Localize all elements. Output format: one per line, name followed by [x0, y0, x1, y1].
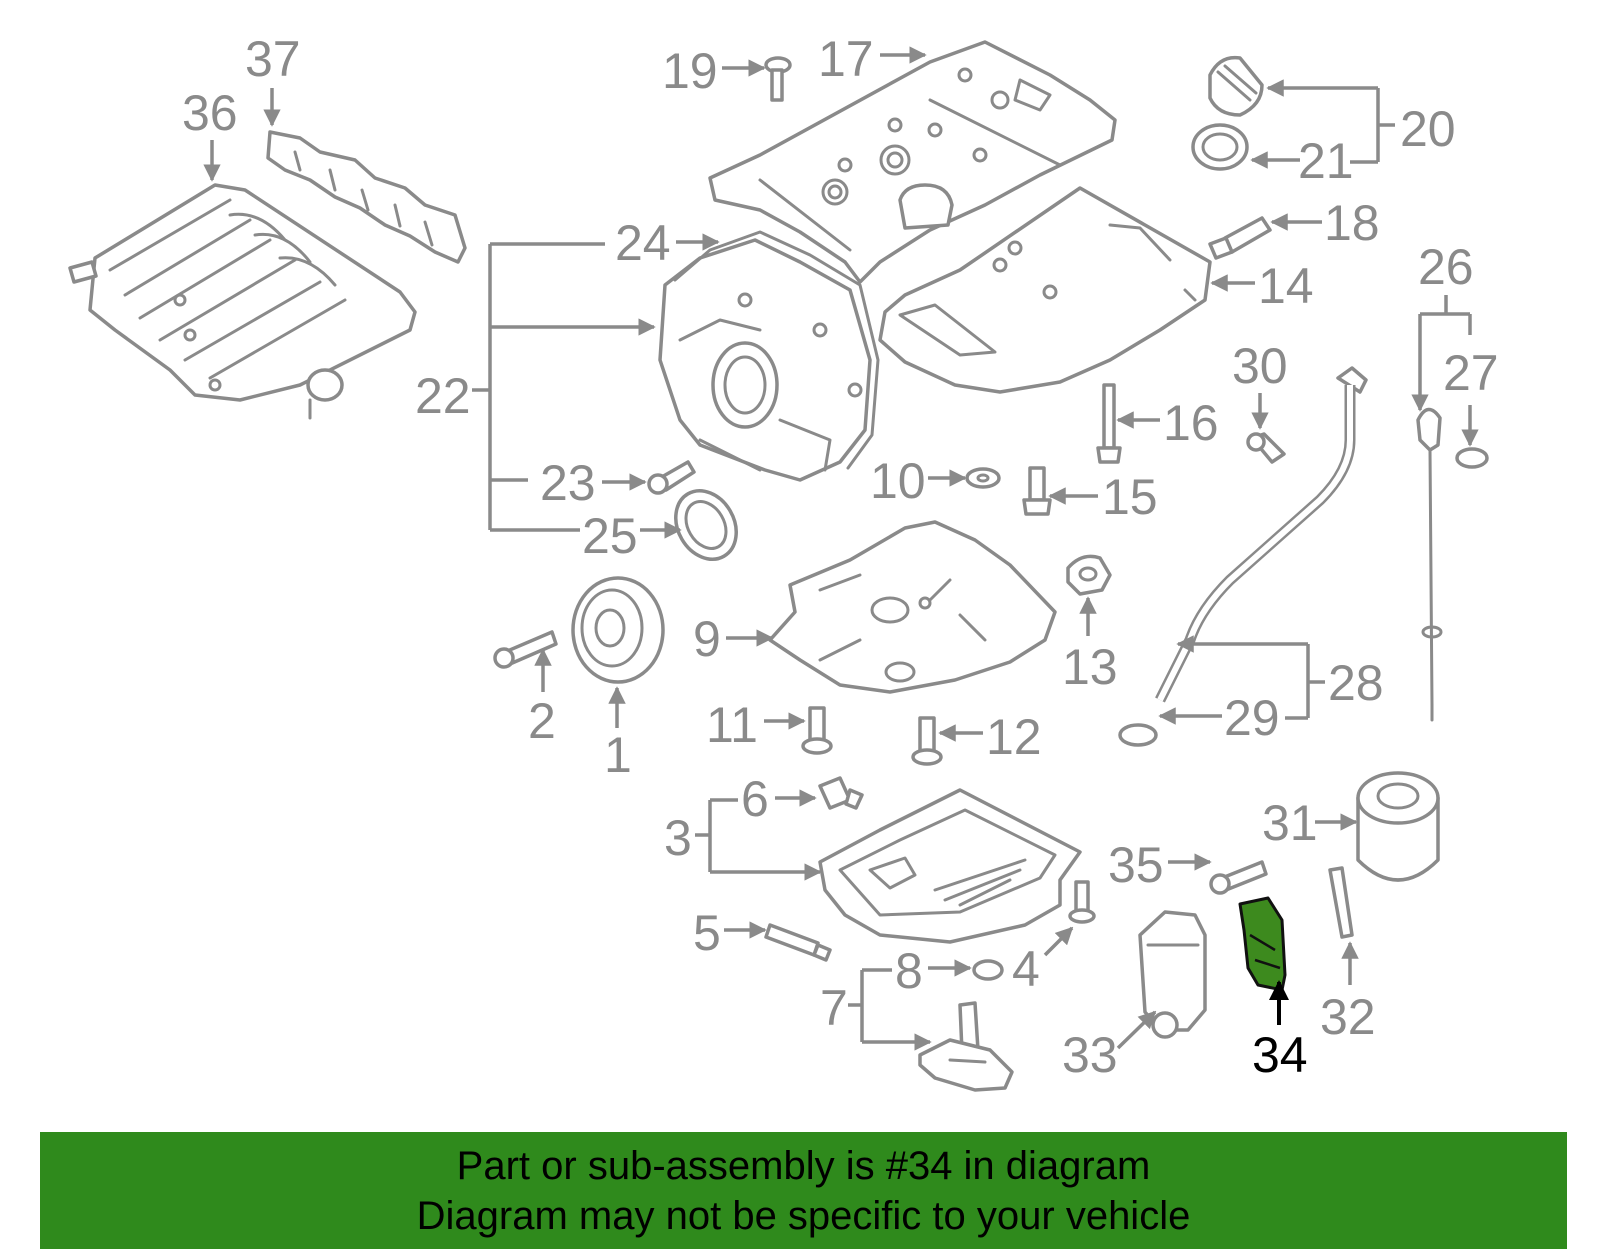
bolt-15-part: [1022, 466, 1052, 516]
callout-4: 4: [1012, 941, 1040, 997]
callout-15: 15: [1102, 469, 1158, 525]
callout-13: 13: [1062, 639, 1118, 695]
callout-30: 30: [1232, 338, 1288, 394]
valve-cover-part: [708, 40, 1117, 284]
callout-20: 20: [1400, 101, 1456, 157]
callout-17: 17: [818, 31, 874, 87]
oil-pan-part: [818, 788, 1082, 944]
callout-9: 9: [693, 611, 721, 667]
callout-10: 10: [870, 453, 926, 509]
bolt-4-part: [1068, 880, 1096, 924]
callout-7: 7: [820, 980, 848, 1036]
timing-cover-part: [658, 230, 880, 482]
pin-32-part: [1328, 866, 1354, 939]
oil-cooler-part: [1138, 910, 1207, 1039]
callout-labels: 37 36 19 17 20 21 18 24 14 26 30 27 22 1…: [182, 31, 1499, 1083]
callout-29: 29: [1224, 690, 1280, 746]
callout-35: 35: [1108, 837, 1164, 893]
callout-32: 32: [1320, 989, 1376, 1045]
baffle-plate-part: [878, 186, 1212, 394]
callout-1: 1: [604, 727, 632, 783]
bolt-12-part: [911, 716, 943, 766]
bolt-2-part: [493, 630, 558, 669]
callout-25: 25: [582, 508, 638, 564]
callout-23: 23: [540, 455, 596, 511]
callout-27: 27: [1443, 345, 1499, 401]
callout-24: 24: [615, 215, 671, 271]
callout-21: 21: [1298, 133, 1354, 189]
callout-11: 11: [706, 697, 758, 753]
sensor-6-part: [818, 776, 864, 810]
callout-19: 19: [662, 43, 718, 99]
callout-36: 36: [182, 85, 238, 141]
callout-16: 16: [1163, 395, 1219, 451]
seal-25-part: [674, 489, 738, 561]
callout-3: 3: [664, 810, 692, 866]
leader-lines: [203, 46, 1479, 1051]
pulley-part: [571, 576, 665, 684]
o-ring-8-part: [972, 959, 1004, 981]
oil-filler-cap-part: [1208, 55, 1264, 117]
seal-ring-21-part: [1191, 123, 1249, 171]
callout-28: 28: [1328, 655, 1384, 711]
bolt-30-part: [1246, 432, 1286, 464]
banner-line-disclaimer: Diagram may not be specific to your vehi…: [416, 1193, 1191, 1238]
callout-2: 2: [528, 693, 556, 749]
dipstick-part: [1416, 407, 1489, 722]
callout-33: 33: [1062, 1027, 1118, 1083]
oil-level-sensor-part: [918, 1001, 1014, 1092]
intake-gasket-part: [266, 130, 467, 264]
callout-22: 22: [415, 368, 471, 424]
bolt-23-part: [647, 460, 696, 495]
intake-manifold-part: [68, 183, 417, 420]
sensor-18-part: [1208, 216, 1272, 260]
clip-13-part: [1066, 554, 1112, 596]
bolt-35-part: [1209, 860, 1268, 895]
lower-cover-part: [768, 520, 1057, 694]
callout-14: 14: [1258, 258, 1314, 314]
callout-34-highlighted: 34: [1252, 1027, 1308, 1083]
callout-5: 5: [693, 905, 721, 961]
callout-8: 8: [895, 943, 923, 999]
callout-18: 18: [1324, 195, 1380, 251]
dipstick-tube-part: [1118, 366, 1368, 747]
bolt-11-part: [801, 706, 833, 755]
bolt-19-part: [764, 56, 792, 102]
callout-31: 31: [1262, 795, 1318, 851]
callout-6: 6: [741, 771, 769, 827]
sensor-5-part: [764, 923, 832, 962]
banner-line-part-number: Part or sub-assembly is #34 in diagram: [456, 1143, 1151, 1188]
washer-10-part: [965, 467, 1001, 489]
callout-12: 12: [986, 709, 1042, 765]
bolt-16-part: [1096, 383, 1122, 464]
callout-37: 37: [245, 31, 301, 87]
oil-filter-part: [1356, 771, 1440, 882]
callout-26: 26: [1418, 239, 1474, 295]
highlighted-part-34[interactable]: [1238, 896, 1287, 992]
info-banner: Part or sub-assembly is #34 in diagram D…: [40, 1132, 1567, 1249]
